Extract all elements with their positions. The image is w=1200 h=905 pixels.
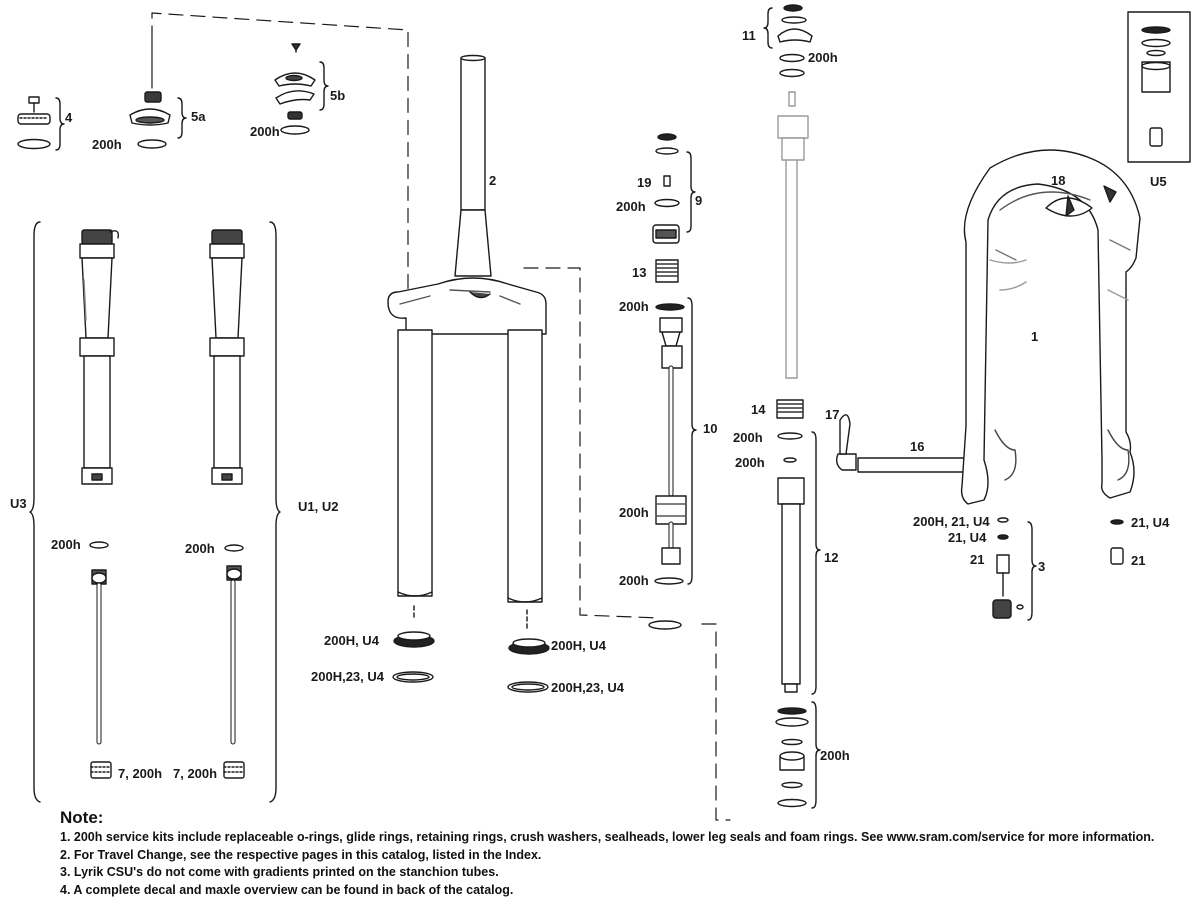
part-10-air-shaft [654,297,697,585]
part-13-spring [655,259,679,283]
part-1-lowers [960,149,1141,505]
part-9-assembly [652,133,696,244]
note-line-2: 2. For Travel Change, see the respective… [60,847,542,862]
callout-21-U4: 21, U4 [1131,515,1170,530]
note-line-1: 1. 200h service kits include replaceable… [60,830,1155,844]
callout-13: 13 [632,265,647,280]
part-2-csu [387,54,547,603]
callout-200H-U4-right: 200H, U4 [551,638,606,653]
callout-200h-10c: 200h [619,573,649,588]
part-12-damper [777,431,821,695]
part-16-axle [835,453,976,473]
callout-3c: 21 [970,552,985,567]
part-5b-cap [274,43,329,135]
callout-200h-right-damper: 200h [185,541,215,556]
note-title: Note: [60,808,104,827]
right-bracket-U1U2 [269,221,281,803]
callout-200h-14a: 200h [733,430,763,445]
callout-200h-bottom: 200h [820,748,850,763]
callout-11: 11 [742,28,756,43]
part-3-assembly [992,517,1037,621]
callout-200h-10a: 200h [619,299,649,314]
dashed-guides [151,12,731,821]
callout-7-right: 7, 200h [173,766,218,781]
callout-200h-11: 200h [808,50,838,65]
callout-17: 17 [825,407,840,422]
callout-1: 1 [1031,329,1039,344]
damper-assembly-left [79,229,120,779]
callout-14: 14 [751,402,766,417]
left-bracket [29,221,41,803]
callout-18: 18 [1051,173,1066,188]
callout-200h-5b: 200h [250,124,280,139]
callout-U5: U5 [1150,174,1167,189]
callout-U1-U2: U1, U2 [298,499,339,514]
callout-21: 21 [1131,553,1146,568]
callout-9: 9 [695,193,703,208]
dust-seals [392,605,550,693]
part-21-loose [1110,519,1124,565]
callout-200h-5a: 200h [92,137,122,152]
callout-U3: U3 [10,496,27,511]
callout-5b: 5b [330,88,346,103]
callout-200h-left-damper: 200h [51,537,81,552]
notes-block: Note: 1. 200h service kits include repla… [60,808,1190,899]
retaining-ring-loose [648,620,682,630]
base-valve-rings [775,701,821,809]
callout-10: 10 [703,421,718,436]
part-5a-cap [129,39,187,149]
note-line-4: 4. A complete decal and maxle overview c… [60,882,514,897]
callout-2: 2 [489,173,497,188]
callout-200h-9: 200h [616,199,646,214]
part-4-topcap [17,96,65,151]
callout-200h-10b: 200h [619,505,649,520]
u5-box [1127,11,1191,163]
damper-shaft-ghost [777,91,809,379]
part-11-assembly [763,4,813,78]
callout-200H23-left: 200H,23, U4 [311,669,384,684]
callout-4: 4 [65,110,73,125]
callout-200H-U4-left: 200H, U4 [324,633,379,648]
note-line-3: 3. Lyrik CSU's do not come with gradient… [60,865,499,879]
callout-12: 12 [824,550,839,565]
damper-assembly-right [209,229,245,779]
callout-19: 19 [637,175,652,190]
callout-200h-14b: 200h [735,455,765,470]
part-14-spring [776,399,804,419]
part-17-lever [839,414,851,455]
callout-7-left: 7, 200h [118,766,163,781]
callout-16: 16 [910,439,925,454]
callout-3b: 21, U4 [948,530,987,545]
callout-3a: 200H, 21, U4 [913,514,990,529]
callout-3: 3 [1038,559,1046,574]
callout-200H23-right: 200H,23, U4 [551,680,624,695]
callout-5a: 5a [191,109,206,124]
